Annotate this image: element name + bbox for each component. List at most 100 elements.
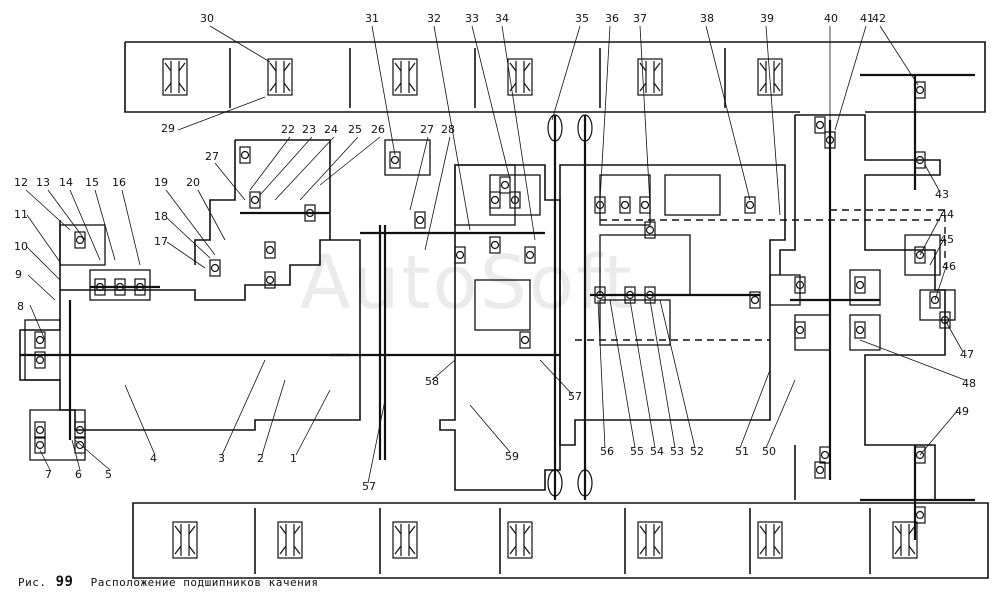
bearing-ball <box>115 282 125 292</box>
bearing <box>644 286 656 304</box>
leader-line <box>214 162 246 201</box>
callout-label: 51 <box>735 445 749 458</box>
callout-label: 3 <box>218 452 225 465</box>
bearing-taper <box>164 62 186 92</box>
bearing-outer-race <box>267 58 293 96</box>
bearing-pair <box>392 521 418 559</box>
bearing-race <box>94 278 106 296</box>
leader-line <box>433 25 471 231</box>
bearing-race <box>134 278 146 296</box>
gear-box <box>474 279 531 331</box>
bearing-race <box>939 311 951 329</box>
callout-label: 19 <box>154 176 168 189</box>
callout-label: 46 <box>942 260 956 273</box>
leader-line <box>69 189 101 261</box>
bearing <box>74 231 86 249</box>
bearing <box>939 311 951 329</box>
leader-line <box>834 25 867 131</box>
callout-label: 26 <box>371 123 385 136</box>
callout-label: 20 <box>186 176 200 189</box>
bearing-ball <box>645 290 655 300</box>
callout-label: 5 <box>105 468 112 481</box>
callout-label: 13 <box>36 176 50 189</box>
leader-line <box>197 189 226 241</box>
gear-box <box>59 224 106 266</box>
bearing <box>914 81 926 99</box>
bearing-ball <box>640 200 650 210</box>
bearing-ball <box>390 155 400 165</box>
bearing <box>929 291 941 309</box>
leader-line <box>121 189 141 266</box>
bearing-race <box>854 321 866 339</box>
bearing-outer-race <box>892 521 918 559</box>
leader-line <box>259 136 313 196</box>
bearing-race <box>814 116 826 134</box>
bearing-race <box>644 286 656 304</box>
bearing-pair <box>757 521 783 559</box>
bearing-ball <box>35 335 45 345</box>
bearing <box>389 151 401 169</box>
leader-line <box>177 96 266 131</box>
callout-label: 49 <box>955 405 969 418</box>
gear-box <box>89 269 151 301</box>
bearing <box>509 191 521 209</box>
leader-line <box>165 189 216 256</box>
callout-label: 36 <box>605 12 619 25</box>
bearing-pair <box>507 58 533 96</box>
bearing <box>794 321 806 339</box>
top-frame-strip <box>124 41 986 113</box>
callout-label: 41 <box>860 12 874 25</box>
dashed-right-line <box>830 209 946 265</box>
bearing-ball <box>520 335 530 345</box>
bearing-race <box>264 271 276 289</box>
callout-label: 52 <box>690 445 704 458</box>
bearing-outer-race <box>507 521 533 559</box>
bearing <box>914 246 926 264</box>
leader-line <box>124 384 156 456</box>
gear-box <box>904 234 941 276</box>
leader-line <box>371 25 396 156</box>
callout-label: 10 <box>14 240 28 253</box>
bearing-ball <box>455 250 465 260</box>
bearing-taper <box>759 525 781 555</box>
bearing-race <box>744 196 756 214</box>
bearing-outer-race <box>507 58 533 96</box>
dashed-shafts <box>575 209 946 341</box>
bearing-ball <box>820 450 830 460</box>
bearing-outer-race <box>637 58 663 96</box>
bearing <box>114 278 126 296</box>
bearing-outer-race <box>162 58 188 96</box>
bearing <box>239 146 251 164</box>
leader-line <box>209 25 271 63</box>
leader-line <box>934 263 948 301</box>
callout-label: 18 <box>154 210 168 223</box>
cardan-joint <box>577 469 593 497</box>
frame-outline <box>19 41 989 579</box>
bearing-ball <box>240 150 250 160</box>
callout-label: 4 <box>150 452 157 465</box>
bearing-pair <box>172 521 198 559</box>
bearing-race <box>794 321 806 339</box>
callout-label: 38 <box>700 12 714 25</box>
bearing <box>619 196 631 214</box>
callout-label: 35 <box>575 12 589 25</box>
callout-label: 31 <box>365 12 379 25</box>
bearing-race <box>644 221 656 239</box>
leader-line <box>221 359 266 456</box>
bearing <box>34 331 46 349</box>
gear-box <box>599 299 671 346</box>
bearing <box>814 116 826 134</box>
bearing-ball <box>620 200 630 210</box>
bearing-race <box>594 286 606 304</box>
leader-line <box>74 439 111 471</box>
leader-line <box>367 399 386 484</box>
callout-label: 37 <box>633 12 647 25</box>
callout-label: 27 <box>420 123 434 136</box>
bearing-ball <box>940 315 950 325</box>
leader-line <box>765 379 796 449</box>
bearing-ball <box>210 263 220 273</box>
bearing-race <box>489 236 501 254</box>
leader-lines <box>25 25 966 484</box>
bearing-race <box>624 286 636 304</box>
